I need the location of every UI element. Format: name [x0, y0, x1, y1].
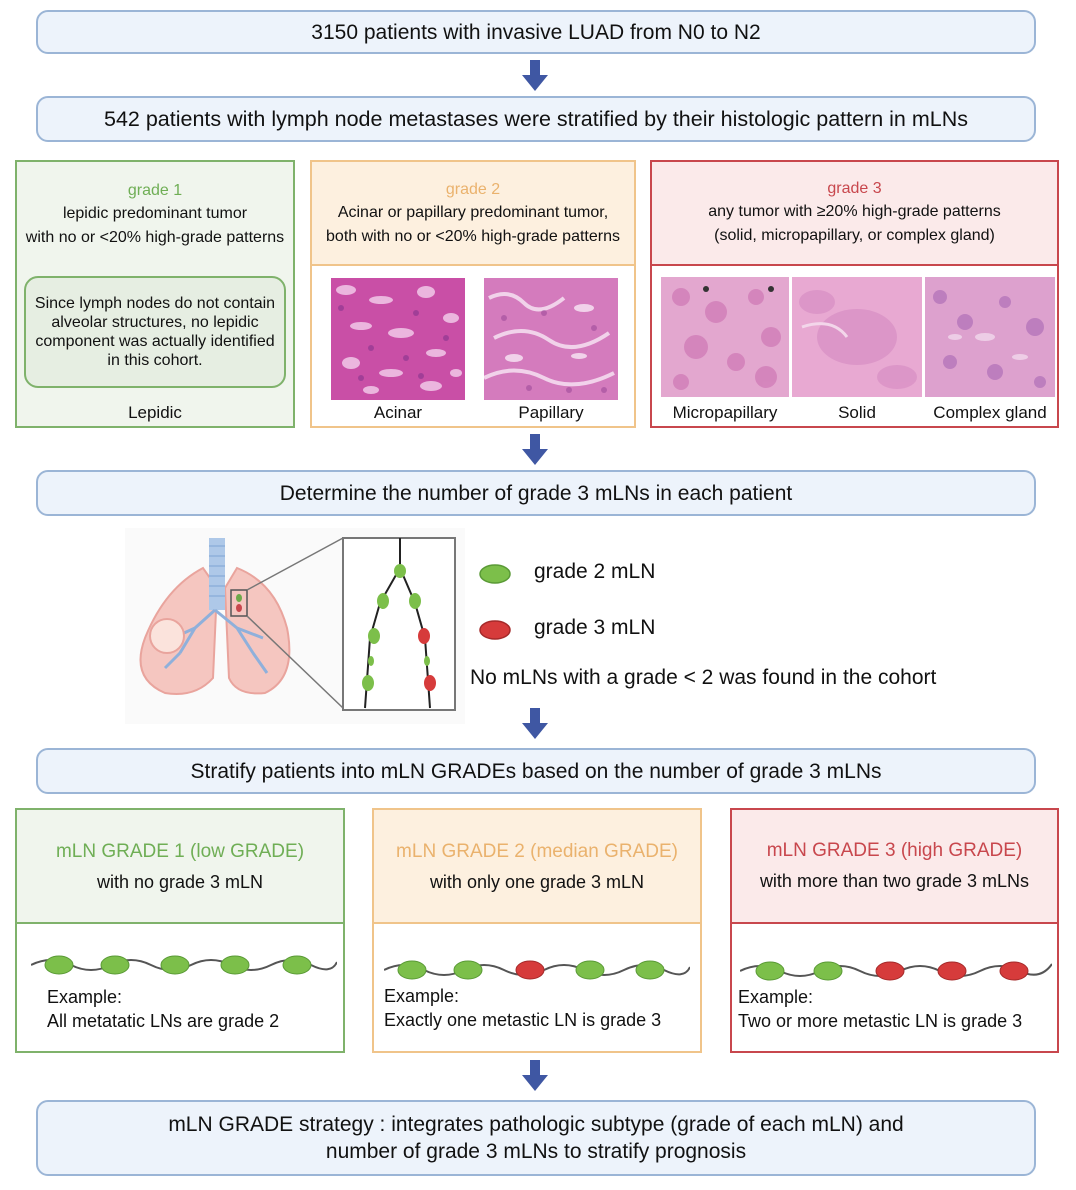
step-box-stratify: Stratify patients into mLN GRADEs based … [36, 748, 1036, 794]
mln-grade2-example-label: Example: [384, 986, 460, 1006]
mln-grade1-desc: with no grade 3 mLN [96, 872, 264, 892]
mln-grade1-title: mLN GRADE 1 (low GRADE) [55, 841, 305, 862]
micropapillary-label: Micropapillary [672, 403, 778, 422]
mln-grade3-panel: mLN GRADE 3 (high GRADE) with more than … [730, 808, 1059, 1053]
grade2-header: grade 2 Acinar or papillary predominant … [312, 162, 634, 266]
step-text-patients: 3150 patients with invasive LUAD from N0… [311, 20, 761, 44]
down-arrow-icon [522, 1060, 548, 1091]
grade3-panel: grade 3 any tumor with ≥20% high-grade p… [650, 160, 1059, 428]
papillary-label: Papillary [518, 403, 584, 422]
step-box-determine: Determine the number of grade 3 mLNs in … [36, 470, 1036, 516]
lepidic-label: Lepidic [128, 403, 182, 422]
down-arrow-icon [522, 434, 548, 465]
grade3-title: grade 3 [827, 180, 882, 197]
step-box-strategy: mLN GRADE strategy : integrates patholog… [36, 1100, 1036, 1176]
legend-grade2-label: grade 2 mLN [534, 560, 656, 583]
step-box-patients: 3150 patients with invasive LUAD from N0… [36, 10, 1036, 54]
step-text-stratify: Stratify patients into mLN GRADEs based … [190, 759, 882, 783]
mln-grade3-title: mLN GRADE 3 (high GRADE) [766, 840, 1023, 861]
down-arrow-icon [522, 60, 548, 91]
grade1-title: grade 1 [127, 182, 183, 199]
mln-grade1-example-text: All metatatic LNs are grade 2 [47, 1011, 280, 1031]
legend-grade3-label: grade 3 mLN [534, 616, 656, 639]
complex-gland-histology-image [925, 277, 1055, 397]
down-arrow-icon [522, 708, 548, 739]
mln-grade3-example-text: Two or more metastic LN is grade 3 [738, 1011, 1023, 1031]
solid-histology-image [792, 277, 922, 397]
complex-gland-label: Complex gland [933, 403, 1047, 422]
green-node-icon [479, 564, 511, 584]
grade2-desc-line1: Acinar or papillary predominant tumor, [337, 204, 609, 221]
mln-grade3-header: mLN GRADE 3 (high GRADE) with more than … [732, 810, 1057, 924]
grade3-desc-line2: (solid, micropapillary, or complex gland… [714, 227, 995, 244]
acinar-label: Acinar [373, 403, 423, 422]
step-text-determine: Determine the number of grade 3 mLNs in … [279, 481, 793, 505]
step-text-strategy-line2: number of grade 3 mLNs to stratify progn… [325, 1140, 747, 1163]
grade1-desc-line2: with no or <20% high-grade patterns [25, 229, 285, 246]
mln-grade1-panel: mLN GRADE 1 (low GRADE) with no grade 3 … [15, 808, 345, 1053]
node-chain-grade2 [384, 960, 690, 980]
mln-grade2-example-text: Exactly one metastic LN is grade 3 [384, 1010, 662, 1030]
node-chain-grade3 [740, 961, 1052, 981]
grade2-panel: grade 2 Acinar or papillary predominant … [310, 160, 636, 428]
grade1-panel: grade 1 lepidic predominant tumor with n… [15, 160, 295, 428]
solid-label: Solid [838, 403, 876, 422]
lung-lymph-node-illustration [125, 528, 465, 724]
mln-grade2-desc: with only one grade 3 mLN [429, 872, 645, 892]
mln-grade1-header: mLN GRADE 1 (low GRADE) with no grade 3 … [17, 810, 343, 924]
grade3-desc-line1: any tumor with ≥20% high-grade patterns [708, 203, 1001, 220]
red-node-icon [479, 620, 511, 640]
step-text-stratified: 542 patients with lymph node metastases … [103, 106, 968, 131]
legend-note: No mLNs with a grade < 2 was found in th… [470, 666, 937, 689]
acinar-histology-image [331, 278, 465, 400]
grade3-header: grade 3 any tumor with ≥20% high-grade p… [652, 162, 1057, 266]
lepidic-note-text: Since lymph nodes do not contain alveola… [34, 295, 276, 369]
mln-grade3-desc: with more than two grade 3 mLNs [759, 871, 1030, 891]
micropapillary-histology-image [661, 277, 789, 397]
step-text-strategy-line1: mLN GRADE strategy : integrates patholog… [168, 1113, 904, 1136]
mln-grade2-title: mLN GRADE 2 (median GRADE) [396, 841, 678, 862]
grade1-desc-line1: lepidic predominant tumor [62, 205, 248, 222]
mln-grade3-example-label: Example: [738, 987, 814, 1007]
mln-grade2-header: mLN GRADE 2 (median GRADE) with only one… [374, 810, 700, 924]
grade2-desc-line2: both with no or <20% high-grade patterns [326, 228, 620, 245]
papillary-histology-image [484, 278, 618, 400]
mln-grade1-example-label: Example: [47, 987, 123, 1007]
node-chain-grade1 [31, 955, 337, 975]
mln-grade2-panel: mLN GRADE 2 (median GRADE) with only one… [372, 808, 702, 1053]
lepidic-note: Since lymph nodes do not contain alveola… [24, 276, 286, 388]
grade2-title: grade 2 [445, 181, 501, 198]
step-box-stratified: 542 patients with lymph node metastases … [36, 96, 1036, 142]
